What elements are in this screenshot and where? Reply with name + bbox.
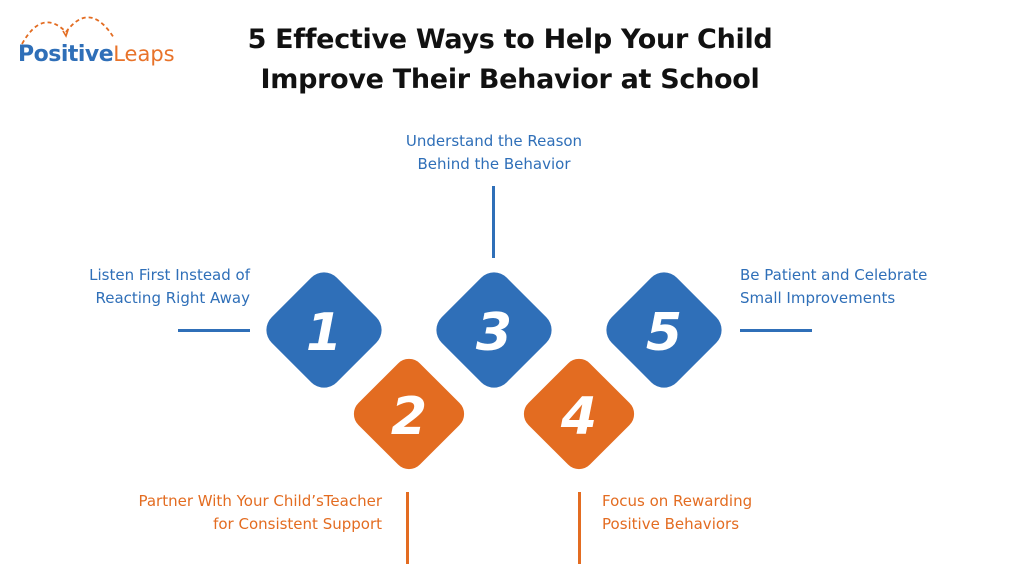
step-5-line-2: Small Improvements [740,289,896,307]
step-5-line-1: Be Patient and Celebrate [740,266,928,284]
step-label-1: Listen First Instead of Reacting Right A… [20,264,250,310]
step-4-line-1: Focus on Rewarding [602,492,753,510]
step-label-5: Be Patient and Celebrate Small Improveme… [740,264,1010,310]
step-1-line-2: Reacting Right Away [95,289,250,307]
step-diamond-2[interactable]: 2 [344,349,474,479]
step-2-line-1: Partner With Your Child’sTeacher [138,492,382,510]
step-2-line-2: for Consistent Support [213,515,382,533]
connector-lines [178,186,812,564]
connector-line-5 [740,329,812,332]
step-label-4: Focus on Rewarding Positive Behaviors [602,490,862,536]
logo-text-positive: Positive [18,42,114,67]
logo-arcs-icon [21,16,115,45]
page-title: 5 Effective Ways to Help Your Child Impr… [180,20,840,100]
connector-line-3 [492,186,495,258]
connector-line-1 [178,329,250,332]
connector-line-4 [578,492,581,564]
step-number-2: 2 [391,387,427,447]
step-label-3: Understand the Reason Behind the Behavio… [354,130,634,176]
step-1-line-1: Listen First Instead of [89,266,250,284]
logo[interactable]: PositiveLeaps [14,8,184,78]
logo-wordmark: PositiveLeaps [18,42,175,67]
step-label-2: Partner With Your Child’sTeacher for Con… [20,490,382,536]
step-number-5: 5 [646,303,682,363]
step-diamond-4[interactable]: 4 [514,349,644,479]
step-diamond-3[interactable]: 3 [429,265,559,395]
step-3-line-1: Understand the Reason [405,132,583,150]
step-number-4: 4 [560,387,597,447]
title-line-1: 5 Effective Ways to Help Your Child [247,24,773,55]
step-4-line-2: Positive Behaviors [602,515,740,533]
connector-line-2 [406,492,409,564]
logo-text-leaps: Leaps [113,42,175,66]
step-3-line-2: Behind the Behavior [417,155,571,173]
step-diamond-5[interactable]: 5 [599,265,729,395]
title-line-2: Improve Their Behavior at School [260,64,760,95]
step-number-3: 3 [476,303,512,363]
step-number-1: 1 [306,303,342,363]
step-diamond-1[interactable]: 1 [259,265,389,395]
